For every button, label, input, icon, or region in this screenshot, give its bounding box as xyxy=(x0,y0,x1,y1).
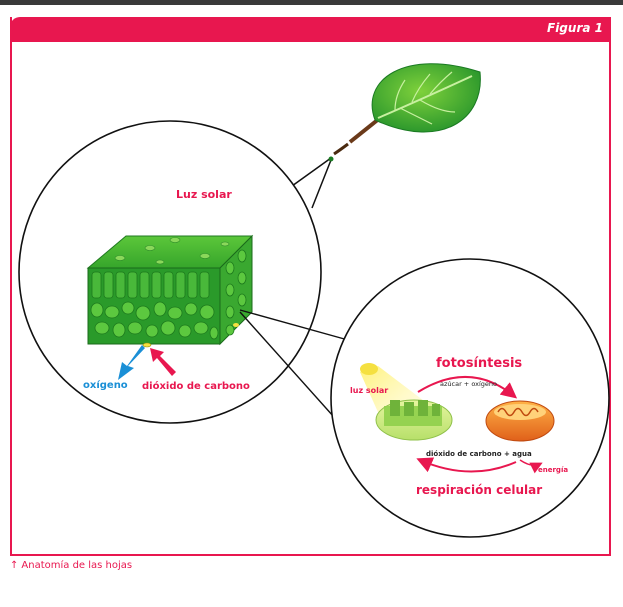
label-fotosintesis: fotosíntesis xyxy=(436,356,522,371)
leaf-icon xyxy=(334,64,480,154)
label-dioxido-agua: dióxido de carbono + agua xyxy=(426,450,532,458)
caption-text: Anatomía de las hojas xyxy=(21,560,132,571)
label-azucar-oxigeno: azúcar + oxígeno xyxy=(440,380,497,388)
label-luz-solar-small: luz solar xyxy=(350,386,388,395)
label-respiracion: respiración celular xyxy=(416,483,542,497)
mitochondrion-icon xyxy=(486,401,554,441)
leaf-cross-section xyxy=(88,236,252,347)
figure-caption: ↑Anatomía de las hojas xyxy=(10,560,132,571)
label-oxigeno: oxígeno xyxy=(83,379,128,391)
arrow-up-icon: ↑ xyxy=(10,560,18,571)
chloroplast-icon xyxy=(376,400,452,440)
label-energia: energía xyxy=(538,466,568,474)
label-luz-solar: Luz solar xyxy=(176,188,232,201)
label-dioxido: dióxido de carbono xyxy=(142,380,250,392)
zoom-line xyxy=(312,160,331,208)
zoom-line xyxy=(292,158,331,186)
zoom-point xyxy=(329,157,334,162)
